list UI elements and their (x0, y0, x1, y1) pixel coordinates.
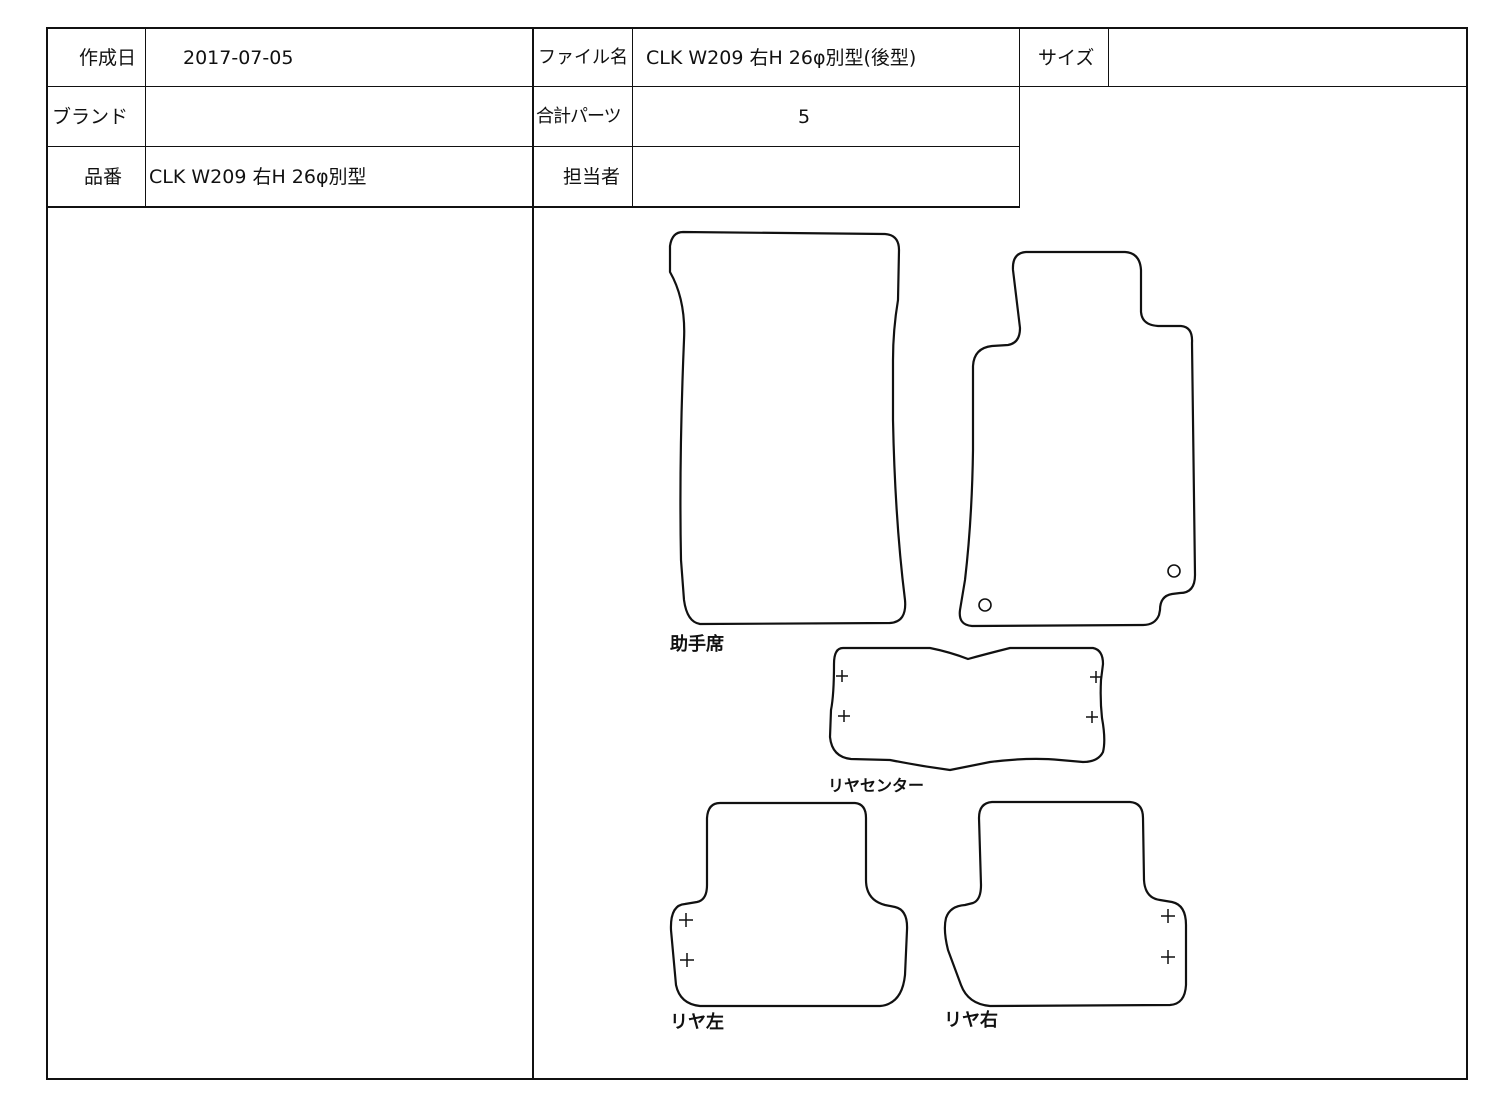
frame-left (46, 27, 48, 1080)
rear-left-label: リヤ左 (670, 1012, 724, 1033)
frame-bottom (46, 1078, 1468, 1080)
rear-left-cross-top (679, 913, 693, 927)
person-label: 担当者 (562, 166, 620, 188)
rear-center-label: リヤセンター (828, 776, 925, 795)
rear-center-mat-outline (828, 646, 1106, 772)
frame-right (1466, 27, 1468, 1080)
rear-left-mat-outline (669, 801, 909, 1008)
part-number-label: 品番 (83, 166, 122, 188)
created-date-value: 2017-07-05 (183, 47, 294, 69)
passenger-seat-label: 助手席 (670, 634, 724, 655)
rear-right-mat-outline (943, 800, 1188, 1008)
file-name-value: CLK W209 右H 26φ別型(後型) (646, 47, 917, 69)
frame-top (46, 27, 1467, 29)
driver-mat-hole-right (1167, 564, 1181, 578)
col-divider-main (532, 27, 534, 1080)
col-divider-c (1019, 27, 1020, 207)
rear-right-label: リヤ右 (944, 1010, 998, 1031)
col-divider-b (632, 27, 633, 207)
part-number-value: CLK W209 右H 26φ別型 (149, 166, 367, 188)
col-divider-d (1108, 27, 1109, 87)
total-parts-label: 合計パーツ (536, 106, 622, 127)
passenger-seat-mat-outline (668, 230, 907, 626)
rear-right-cross-top (1161, 909, 1175, 923)
total-parts-value: 5 (798, 106, 811, 128)
rear-right-cross-bottom (1161, 950, 1175, 964)
file-name-label: ファイル名 (538, 47, 628, 68)
size-label: サイズ (1038, 47, 1095, 69)
rear-center-cross-top-left (836, 670, 848, 682)
driver-mat-outline (958, 250, 1197, 628)
created-date-label: 作成日 (78, 47, 136, 69)
row-divider-1 (46, 86, 1467, 87)
rear-left-cross-bottom (680, 953, 694, 967)
brand-label: ブランド (52, 106, 129, 128)
driver-mat-hole-left (978, 598, 992, 612)
rear-center-cross-top-right (1090, 671, 1102, 683)
rear-center-cross-bottom-left (838, 710, 850, 722)
col-divider-a (145, 27, 146, 207)
rear-center-cross-bottom-right (1086, 711, 1098, 723)
